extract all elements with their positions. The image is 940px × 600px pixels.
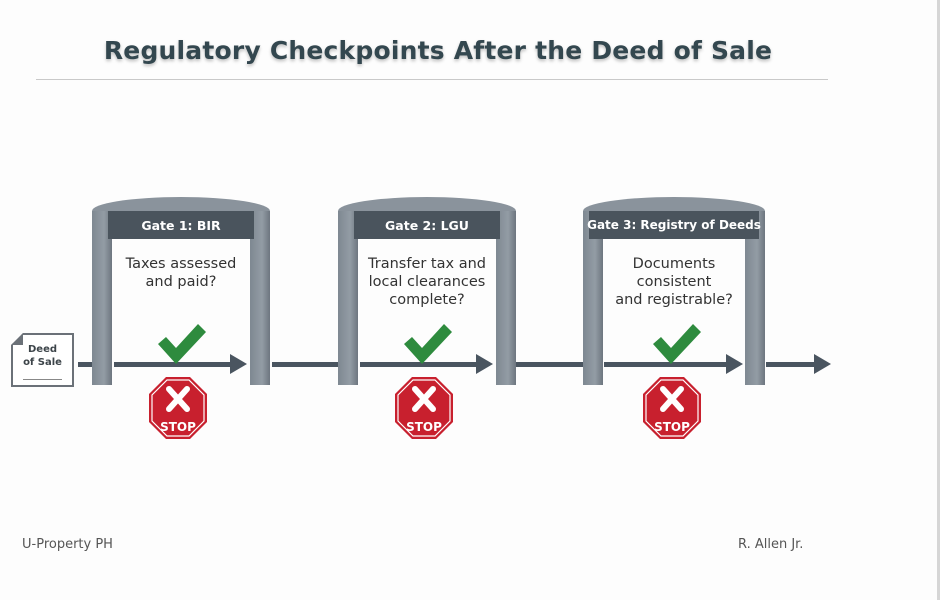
gate-sign: Gate 1: BIR bbox=[108, 211, 254, 239]
stop-label: STOP bbox=[160, 420, 196, 434]
flow-arrow-gate-1 bbox=[114, 362, 232, 367]
stop-label: STOP bbox=[654, 420, 690, 434]
question-line: consistent bbox=[636, 274, 712, 290]
flow-arrow-gate-2 bbox=[360, 362, 478, 367]
title-divider bbox=[36, 79, 828, 80]
stop-sign-icon: STOP bbox=[395, 377, 453, 439]
arrow-head-icon bbox=[726, 354, 743, 374]
footer-author: R. Allen Jr. bbox=[738, 537, 804, 552]
deed-label-line2: of Sale bbox=[23, 357, 62, 368]
arrow-head-icon bbox=[814, 354, 831, 374]
question-line: Transfer tax and bbox=[368, 256, 486, 272]
gate-pillar-left bbox=[338, 211, 358, 385]
green-checkmark-icon bbox=[404, 324, 452, 364]
footer-brand: U-Property PH bbox=[22, 537, 113, 552]
document-icon bbox=[11, 333, 23, 345]
gate-pillar-left bbox=[583, 211, 603, 385]
stop-sign-icon: STOP bbox=[643, 377, 701, 439]
stop-sign-icon: STOP bbox=[149, 377, 207, 439]
right-edge-border bbox=[937, 0, 940, 600]
flow-arrow-exit bbox=[766, 362, 816, 367]
gate-pillar-right bbox=[496, 211, 516, 385]
flow-connector bbox=[78, 362, 94, 367]
flow-arrow-gate-3 bbox=[604, 362, 728, 367]
question-line: Documents bbox=[632, 256, 716, 272]
deed-label-line1: Deed bbox=[27, 344, 58, 355]
gate-2-lgu: Gate 2: LGU Transfer tax and local clear… bbox=[338, 197, 516, 387]
gate-sign: Gate 2: LGU bbox=[354, 211, 500, 239]
gate-pillar-right bbox=[250, 211, 270, 385]
green-checkmark-icon bbox=[158, 324, 206, 364]
question-line: complete? bbox=[389, 292, 465, 308]
gate-3-registry-of-deeds: Gate 3: Registry of Deeds Documents cons… bbox=[583, 197, 765, 387]
stop-label: STOP bbox=[406, 420, 442, 434]
green-checkmark-icon bbox=[653, 324, 701, 364]
page-title: Regulatory Checkpoints After the Deed of… bbox=[103, 36, 773, 65]
arrow-head-icon bbox=[476, 354, 493, 374]
gate-question: Documents consistent and registrable? bbox=[603, 255, 745, 309]
gate-1-bir: Gate 1: BIR Taxes assessed and paid? bbox=[92, 197, 270, 387]
gate-pillar-right bbox=[745, 211, 765, 385]
arrow-head-icon bbox=[230, 354, 247, 374]
signature-line bbox=[23, 379, 62, 380]
question-line: and paid? bbox=[145, 274, 217, 290]
question-line: and registrable? bbox=[615, 292, 733, 308]
question-line: local clearances bbox=[368, 274, 486, 290]
flow-connector bbox=[516, 362, 584, 367]
gate-pillar-left bbox=[92, 211, 112, 385]
gate-sign: Gate 3: Registry of Deeds bbox=[587, 211, 761, 239]
question-line: Taxes assessed bbox=[125, 256, 237, 272]
deed-label: Deed of Sale bbox=[13, 343, 72, 369]
gate-question: Transfer tax and local clearances comple… bbox=[358, 255, 496, 309]
flow-connector bbox=[272, 362, 340, 367]
gate-question: Taxes assessed and paid? bbox=[112, 255, 250, 291]
deed-of-sale-document: Deed of Sale bbox=[11, 333, 74, 387]
